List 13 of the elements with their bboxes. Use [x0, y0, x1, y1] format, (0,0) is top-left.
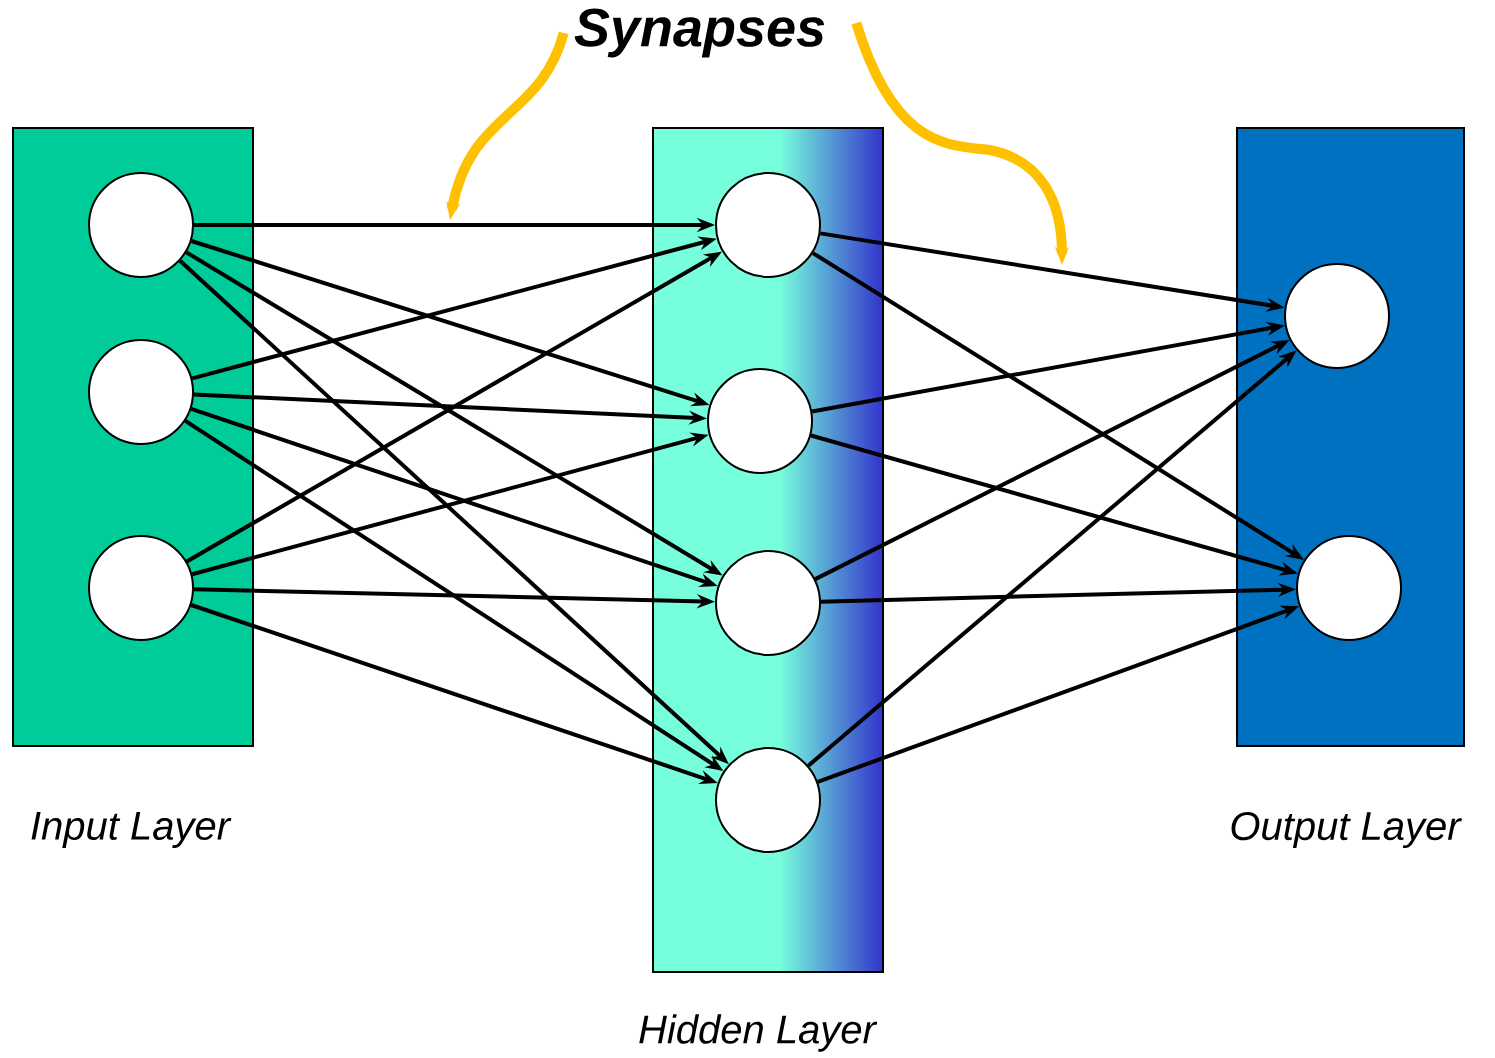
neuron-circle [88, 339, 194, 445]
neuron-circle [1296, 535, 1402, 641]
neuron-circle [707, 368, 813, 474]
neuron-circle [715, 550, 821, 656]
neuron-circle [88, 172, 194, 278]
title-text: Synapses [574, 8, 825, 58]
layer-label: Output Layer [1231, 811, 1462, 849]
neuron-circle [715, 747, 821, 853]
neuron-circle [715, 172, 821, 278]
neuron-circle [88, 535, 194, 641]
layer-label: Input Layer [31, 812, 232, 848]
layer-label: Hidden Layer [639, 1014, 878, 1052]
neuron-circle [1284, 263, 1390, 369]
